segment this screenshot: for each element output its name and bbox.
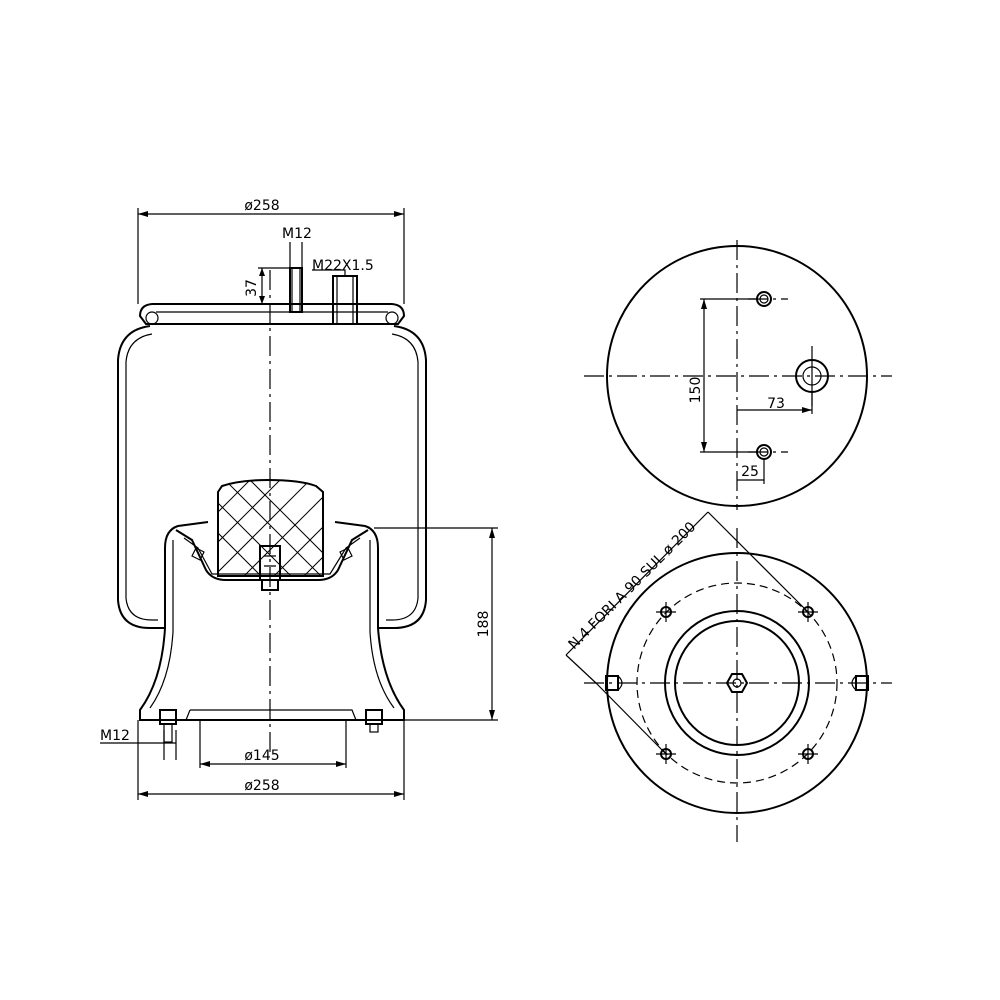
height-label: 188 <box>476 611 492 638</box>
dim-height: 188 <box>374 527 498 721</box>
dim-bottom-diameter: ø258 <box>137 720 405 800</box>
bottom-diameter-label: ø258 <box>244 778 279 794</box>
dim-piston-diameter: ø145 <box>199 720 347 768</box>
side-view: ø258 M12 M22X1.5 37 188 <box>100 198 498 800</box>
piston-diameter-label: ø145 <box>244 748 279 764</box>
bottom-stud-label: M12 <box>100 728 130 744</box>
dim-air-inlet: M22X1.5 <box>312 258 374 276</box>
bottom-stud-left <box>159 709 177 743</box>
top-diameter-label: ø258 <box>244 198 279 214</box>
stud-offset-label: 25 <box>741 464 759 480</box>
dim-stud-spacing: 150 <box>688 298 756 453</box>
air-inlet <box>332 275 358 325</box>
side-stud-right <box>851 675 869 691</box>
stud-spacing-label: 150 <box>688 377 704 404</box>
bolt-hole-1 <box>656 602 676 622</box>
dim-bottom-stud: M12 <box>100 728 177 760</box>
dim-stud-length: 37 <box>244 267 292 304</box>
top-plate <box>138 303 406 325</box>
dim-inlet-offset: 73 <box>737 392 813 414</box>
bolt-hole-4 <box>798 744 818 764</box>
top-stud <box>289 267 303 313</box>
bottom-view: N.4 FORI A 90 SUL ø 200 <box>566 511 892 842</box>
inlet-offset-label: 73 <box>767 396 785 412</box>
top-stud-label: M12 <box>282 226 312 242</box>
bottom-stud-right <box>365 709 383 733</box>
bolt-note-label: N.4 FORI A 90 SUL ø 200 <box>566 519 700 653</box>
stud-length-label: 37 <box>244 279 260 297</box>
center-bolt-hex <box>725 673 749 693</box>
side-stud-left <box>605 675 623 691</box>
piston-cup <box>175 529 369 581</box>
top-view: 150 73 25 <box>584 240 892 510</box>
bellows <box>117 325 427 629</box>
dim-top-stud: M12 <box>282 226 312 268</box>
dim-stud-offset: 25 <box>737 460 765 484</box>
lower-piston <box>139 540 405 721</box>
air-inlet-label: M22X1.5 <box>312 258 374 274</box>
dim-top-diameter: ø258 <box>137 198 405 304</box>
